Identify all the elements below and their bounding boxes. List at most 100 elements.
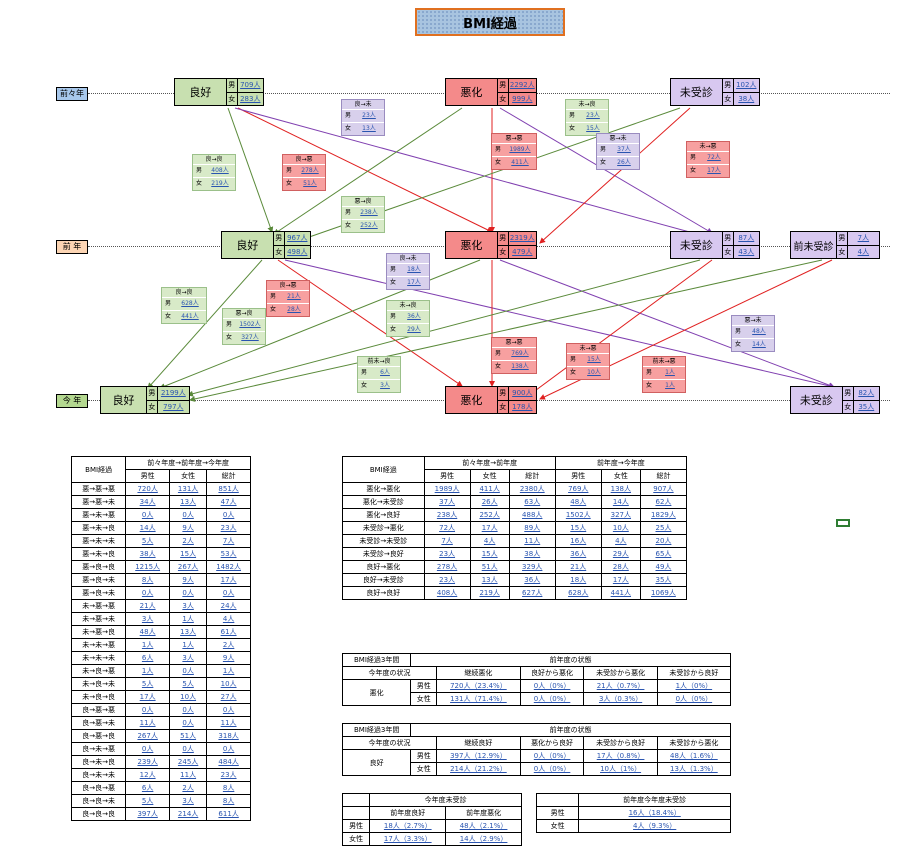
count-link[interactable]: 8人 bbox=[125, 573, 171, 587]
count-link[interactable]: 87人 bbox=[733, 232, 759, 246]
count-link[interactable]: 10人 bbox=[206, 677, 251, 691]
count-link[interactable]: 9人 bbox=[169, 521, 208, 535]
selection-handle[interactable] bbox=[836, 519, 850, 527]
count-link[interactable]: 138人 bbox=[511, 363, 529, 370]
count-link[interactable]: 498人 bbox=[287, 247, 308, 256]
count-link[interactable]: 20人 bbox=[639, 534, 688, 548]
count-link[interactable]: 38人 bbox=[125, 547, 171, 561]
count-link[interactable]: 709人 bbox=[237, 79, 263, 93]
count-link[interactable]: 53人 bbox=[206, 547, 251, 561]
count-link[interactable]: 7人 bbox=[206, 534, 251, 548]
count-link[interactable]: 900人 bbox=[508, 387, 536, 401]
count-link[interactable]: 1502人 bbox=[554, 508, 602, 522]
count-link[interactable]: 1人 bbox=[665, 382, 675, 389]
count-link[interactable]: 1829人 bbox=[639, 508, 688, 522]
count-link[interactable]: 1人 bbox=[169, 612, 208, 626]
count-link[interactable]: 484人 bbox=[206, 755, 251, 769]
count-link[interactable]: 27人 bbox=[206, 690, 251, 704]
count-link[interactable]: 318人 bbox=[206, 729, 251, 743]
count-link[interactable]: 8人 bbox=[206, 781, 251, 795]
count-link[interactable]: 138人 bbox=[600, 482, 641, 496]
count-link[interactable]: 1人 bbox=[665, 369, 675, 376]
count-link[interactable]: 15人 bbox=[587, 356, 601, 363]
percent-link[interactable]: 1人（0%） bbox=[656, 679, 732, 693]
count-link[interactable]: 4人 bbox=[600, 534, 641, 548]
count-link[interactable]: 23人 bbox=[423, 573, 471, 587]
count-link[interactable]: 11人 bbox=[169, 768, 208, 782]
count-link[interactable]: 2319人 bbox=[508, 232, 536, 246]
count-link[interactable]: 36人 bbox=[508, 573, 556, 587]
count-link[interactable]: 488人 bbox=[508, 508, 556, 522]
count-link[interactable]: 1人 bbox=[125, 638, 171, 652]
count-link[interactable]: 36人 bbox=[554, 547, 602, 561]
count-link[interactable]: 5人 bbox=[125, 677, 171, 691]
percent-link[interactable]: 14人（2.9%） bbox=[445, 832, 522, 846]
percent-link[interactable]: 0人（0%） bbox=[519, 679, 585, 693]
count-link[interactable]: 14人 bbox=[125, 521, 171, 535]
count-link[interactable]: 49人 bbox=[639, 560, 688, 574]
percent-link[interactable]: 48人（2.1%） bbox=[445, 819, 522, 833]
count-link[interactable]: 3人 bbox=[169, 599, 208, 613]
count-link[interactable]: 13人 bbox=[362, 125, 376, 132]
count-link[interactable]: 15人 bbox=[586, 125, 600, 132]
count-link[interactable]: 51人 bbox=[169, 729, 208, 743]
count-link[interactable]: 1人 bbox=[206, 664, 251, 678]
count-link[interactable]: 2292人 bbox=[508, 79, 536, 93]
percent-link[interactable]: 13人（1.3%） bbox=[656, 762, 732, 776]
count-link[interactable]: 29人 bbox=[600, 547, 641, 561]
count-link[interactable]: 1502人 bbox=[239, 321, 261, 328]
percent-link[interactable]: 0人（0%） bbox=[519, 749, 585, 763]
count-link[interactable]: 0人 bbox=[206, 508, 251, 522]
percent-link[interactable]: 131人（71.4%） bbox=[436, 692, 521, 706]
count-link[interactable]: 411人 bbox=[511, 159, 529, 166]
count-link[interactable]: 0人 bbox=[125, 586, 171, 600]
count-link[interactable]: 611人 bbox=[206, 807, 251, 821]
count-link[interactable]: 51人 bbox=[469, 560, 510, 574]
count-link[interactable]: 245人 bbox=[169, 755, 208, 769]
count-link[interactable]: 13人 bbox=[469, 573, 510, 587]
count-link[interactable]: 15人 bbox=[169, 547, 208, 561]
count-link[interactable]: 0人 bbox=[169, 586, 208, 600]
count-link[interactable]: 102人 bbox=[733, 79, 759, 93]
count-link[interactable]: 0人 bbox=[169, 664, 208, 678]
count-link[interactable]: 11人 bbox=[206, 716, 251, 730]
count-link[interactable]: 26人 bbox=[617, 159, 631, 166]
count-link[interactable]: 907人 bbox=[639, 482, 688, 496]
count-link[interactable]: 9人 bbox=[169, 573, 208, 587]
count-link[interactable]: 252人 bbox=[360, 222, 378, 229]
count-link[interactable]: 2人 bbox=[169, 781, 208, 795]
count-link[interactable]: 16人 bbox=[554, 534, 602, 548]
count-link[interactable]: 397人 bbox=[125, 807, 171, 821]
count-link[interactable]: 38人 bbox=[508, 547, 556, 561]
count-link[interactable]: 5人 bbox=[125, 534, 171, 548]
count-link[interactable]: 278人 bbox=[423, 560, 471, 574]
count-link[interactable]: 17人 bbox=[407, 279, 421, 286]
count-link[interactable]: 1人 bbox=[125, 664, 171, 678]
percent-link[interactable]: 16人（18.4%） bbox=[578, 806, 731, 820]
count-link[interactable]: 479人 bbox=[512, 247, 533, 256]
count-link[interactable]: 720人 bbox=[125, 482, 171, 496]
count-link[interactable]: 4人 bbox=[469, 534, 510, 548]
count-link[interactable]: 329人 bbox=[508, 560, 556, 574]
percent-link[interactable]: 720人（23.4%） bbox=[436, 679, 521, 693]
count-link[interactable]: 35人 bbox=[858, 402, 875, 411]
count-link[interactable]: 17人 bbox=[469, 521, 510, 535]
count-link[interactable]: 61人 bbox=[206, 625, 251, 639]
percent-link[interactable]: 0人（0%） bbox=[519, 762, 585, 776]
percent-link[interactable]: 18人（2.7%） bbox=[369, 819, 447, 833]
count-link[interactable]: 10人 bbox=[600, 521, 641, 535]
count-link[interactable]: 14人 bbox=[600, 495, 641, 509]
count-link[interactable]: 327人 bbox=[241, 334, 259, 341]
count-link[interactable]: 17人 bbox=[206, 573, 251, 587]
count-link[interactable]: 38人 bbox=[738, 94, 755, 103]
count-link[interactable]: 28人 bbox=[600, 560, 641, 574]
count-link[interactable]: 967人 bbox=[284, 232, 310, 246]
count-link[interactable]: 1989人 bbox=[423, 482, 471, 496]
count-link[interactable]: 1482人 bbox=[206, 560, 251, 574]
count-link[interactable]: 10人 bbox=[587, 369, 601, 376]
percent-link[interactable]: 0人（0%） bbox=[519, 692, 585, 706]
count-link[interactable]: 4人 bbox=[857, 247, 870, 256]
count-link[interactable]: 14人 bbox=[752, 341, 766, 348]
count-link[interactable]: 441人 bbox=[181, 313, 199, 320]
count-link[interactable]: 408人 bbox=[211, 167, 229, 174]
